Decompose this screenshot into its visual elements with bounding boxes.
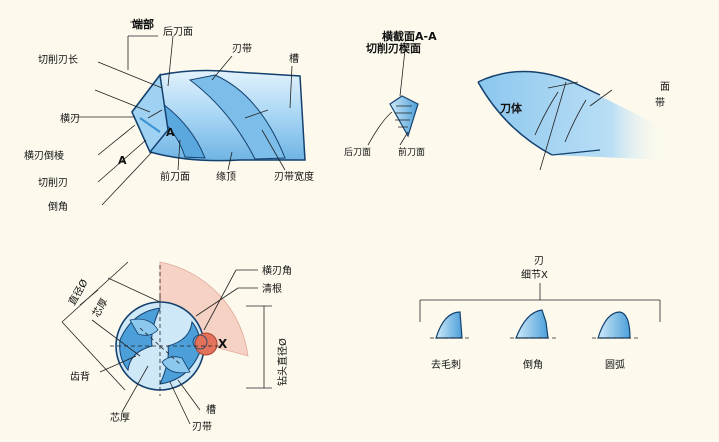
end-view-leaders [61, 261, 272, 425]
flute-band [188, 74, 286, 160]
end-view-flute-right [161, 356, 191, 374]
label-margin-bottom: 刃带 [192, 421, 212, 433]
label-duanbu: 端部 [132, 17, 154, 31]
label-detail-x: 细节X [521, 268, 548, 281]
label-cutting-edge: 切削刃 [38, 176, 68, 189]
label-section-mark-a2: A [118, 154, 127, 167]
label-margin-width: 刃带宽度 [274, 170, 314, 183]
label-land-top: 缘顶 [216, 170, 236, 183]
label-point-x: X [218, 337, 228, 351]
label-relief: 清根 [262, 282, 282, 295]
label-chamfer-detail: 倒角 [523, 359, 543, 371]
label-rake-face-small: 前刀面 [398, 146, 425, 158]
edge-deburr [435, 311, 463, 339]
label-chisel-edge: 横刃 [60, 112, 80, 125]
label-margin-top: 刃带 [232, 43, 252, 55]
label-section-mark-a1: A [166, 126, 175, 139]
edge-chamfer [515, 309, 549, 339]
label-cutting-edge-length: 切削刃长 [38, 53, 78, 66]
label-chisel-edge-chamfer: 横刃倒棱 [24, 149, 64, 162]
cross-section-wedge [389, 95, 419, 138]
label-section-subtitle: 切削刃楔面 [366, 41, 421, 55]
label-face: 面 [660, 82, 670, 93]
drill-point [131, 73, 169, 154]
body-detail-illustration [477, 70, 668, 171]
label-deburr: 去毛刺 [431, 359, 461, 371]
label-web-thickness-bottom: 芯厚 [110, 411, 130, 424]
label-edge: 刃 [534, 256, 544, 267]
edge-radius [597, 311, 631, 339]
label-band: 带 [655, 97, 665, 109]
drill-tip-illustration [131, 69, 306, 162]
edge-detail-illustration [419, 283, 661, 339]
drill-tip-leaders [75, 21, 293, 206]
label-heel: 齿背 [70, 370, 90, 383]
label-flank-face: 后刀面 [163, 26, 193, 38]
label-diameter: 直径Ø [65, 277, 90, 308]
label-chamfer-left: 倒角 [48, 201, 68, 213]
body-detail-shape [478, 71, 668, 160]
label-flank-face-small: 后刀面 [344, 147, 371, 158]
end-view-illustration [110, 261, 249, 396]
label-radius: 圆弧 [605, 358, 625, 371]
label-flute-bottom: 槽 [206, 403, 216, 416]
label-drill-diameter: 钻头直径Ø [276, 338, 289, 386]
label-rake-face: 前刀面 [160, 170, 190, 183]
label-web-thickness-top: 芯厚 [89, 296, 110, 320]
point-x-marker [194, 332, 218, 356]
cross-section-illustration [367, 49, 419, 146]
label-section-title: 横截面A-A [382, 29, 437, 43]
label-tool-body: 刀体 [500, 101, 523, 115]
label-chisel-edge-angle: 横刃角 [262, 264, 292, 277]
end-view-flute-left [129, 318, 159, 336]
label-flute-top: 槽 [289, 52, 299, 65]
